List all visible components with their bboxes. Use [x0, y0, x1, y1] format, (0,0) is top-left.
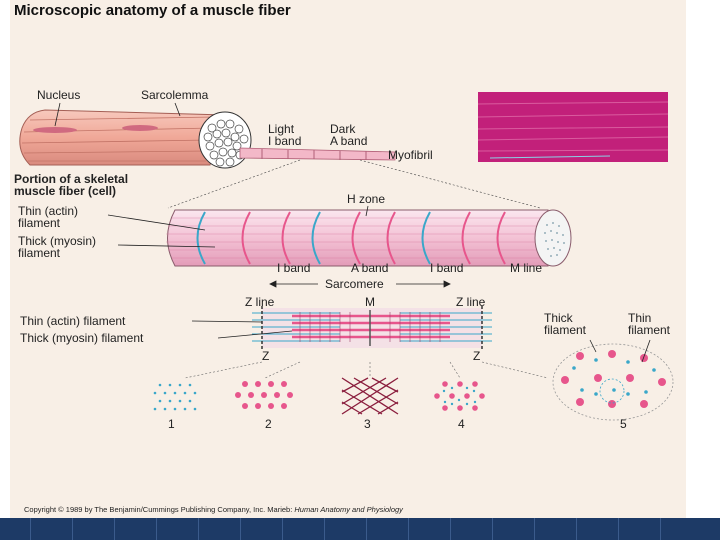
label-thin-actin-1: Thin (actin)	[18, 204, 78, 218]
cross-section-guides	[184, 361, 549, 379]
copyright: Copyright © 1989 by The Benjamin/Cumming…	[24, 505, 404, 514]
label-dark: Dark	[330, 122, 356, 136]
label-z-line-right: Z line	[456, 295, 486, 309]
label-h-zone: H zone	[347, 192, 385, 206]
sarcomere-detail	[252, 306, 492, 350]
label-a-band: A band	[351, 261, 388, 275]
nucleus-shape	[33, 127, 77, 133]
diagram-title: Microscopic anatomy of a muscle fiber	[14, 2, 291, 19]
label-section-2: 2	[265, 417, 272, 431]
myofibril-strand	[239, 147, 396, 161]
label-light: Light	[268, 122, 295, 136]
label-section-5: 5	[620, 417, 627, 431]
copyright-book: Human Anatomy and Physiology	[294, 505, 404, 514]
label-thick-filament-2: filament	[544, 323, 587, 337]
label-section-3: 3	[364, 417, 371, 431]
label-thin-filament-2: filament	[628, 323, 671, 337]
label-section-1: 1	[168, 417, 175, 431]
micrograph	[477, 92, 669, 162]
cross-section-1	[153, 383, 197, 411]
label-section-4: 4	[458, 417, 465, 431]
cross-section-2	[235, 381, 293, 409]
cross-section-5	[552, 339, 674, 421]
zoom-lines-1	[167, 159, 541, 209]
label-i-band-left: I band	[277, 261, 310, 275]
sarcomere-bracket	[269, 280, 451, 288]
label-i-band-right: I band	[430, 261, 463, 275]
label-thin-filament-full: Thin (actin) filament	[20, 314, 126, 328]
label-sarcolemma: Sarcolemma	[141, 88, 209, 102]
label-m-line: M line	[510, 261, 542, 275]
slide-footer-bar	[0, 518, 720, 540]
label-thick-filament-1: Thick	[544, 311, 574, 325]
myofibril-cylinder	[166, 209, 572, 267]
label-thin-actin-2: filament	[18, 216, 61, 230]
label-light-i-band: I band	[268, 134, 301, 148]
label-portion-line2: muscle fiber (cell)	[14, 184, 116, 198]
label-dark-a-band: A band	[330, 134, 367, 148]
label-z-right: Z	[473, 349, 480, 363]
label-z-line-left: Z line	[245, 295, 275, 309]
label-m: M	[365, 295, 375, 309]
label-thick-myosin-1: Thick (myosin)	[18, 234, 96, 248]
label-myofibril: Myofibril	[388, 148, 433, 162]
label-z-left: Z	[262, 349, 269, 363]
copyright-prefix: Copyright © 1989 by The Benjamin/Cumming…	[24, 505, 292, 514]
muscle-fiber	[19, 109, 396, 169]
cross-section-3	[341, 377, 399, 415]
label-sarcomere: Sarcomere	[325, 277, 384, 291]
label-portion-line1: Portion of a skeletal	[14, 172, 128, 186]
label-thin-filament-1: Thin	[628, 311, 651, 325]
cross-section-4	[434, 381, 485, 411]
label-thick-filament-full: Thick (myosin) filament	[20, 331, 144, 345]
label-thick-myosin-2: filament	[18, 246, 61, 260]
label-nucleus: Nucleus	[37, 88, 80, 102]
